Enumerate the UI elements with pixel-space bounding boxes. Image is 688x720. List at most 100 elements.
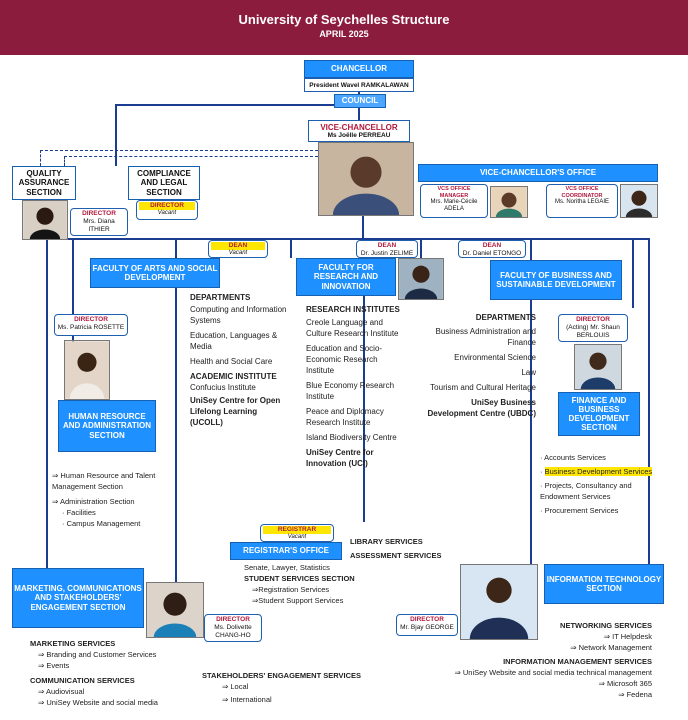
- portrait-icon: [491, 187, 527, 217]
- business-content: DEPARTMENTS Business Administration and …: [424, 312, 536, 419]
- arrow-icon: ⇒: [38, 650, 47, 659]
- compliance-director-box: DIRECTOR Vacant: [136, 200, 198, 220]
- hr-content: ⇒ Human Resource and Talent Management S…: [52, 470, 162, 529]
- manager-name: Mrs. Marie-Cécile ADELA: [430, 199, 478, 213]
- it-title: INFORMATION TECHNOLOGY SECTION: [546, 574, 662, 593]
- qa-box: QUALITY ASSURANCE SECTION: [12, 166, 76, 200]
- connector: [362, 214, 364, 240]
- research-institute: Island Biodiversity Centre: [306, 433, 397, 442]
- arrow-icon: ⇒: [454, 668, 463, 677]
- research-institute: Education and Socio-Economic Research In…: [306, 344, 383, 375]
- connector: [115, 104, 360, 106]
- research-faculty-box: FACULTY FOR RESEARCH AND INNOVATION: [296, 258, 396, 296]
- hr-box: HUMAN RESOURCE AND ADMINISTRATION SECTIO…: [58, 400, 156, 452]
- communication-item: ⇒ Audiovisual: [38, 687, 85, 696]
- finance-box: FINANCE AND BUSINESS DEVELOPMENT SECTION: [558, 392, 640, 436]
- connector: [530, 238, 532, 568]
- business-dean-name: Dr. Daniel ETONGO: [462, 249, 522, 257]
- business-dept: Tourism and Cultural Heritage: [430, 383, 536, 392]
- finance-title: FINANCE AND BUSINESS DEVELOPMENT SECTION: [568, 395, 630, 433]
- vc-office-coordinator-box: VCs OFFICE COORDINATOR Ms. Noritha LEGAI…: [546, 184, 618, 218]
- portrait-icon: [65, 341, 109, 399]
- finance-director-box: DIRECTOR (Acting) Mr. Shaun BERLOUIS: [558, 314, 628, 342]
- compliance-title: COMPLIANCE AND LEGAL SECTION: [137, 169, 191, 197]
- registrar-office-box: REGISTRAR'S OFFICE: [230, 542, 342, 560]
- business-faculty-box: FACULTY OF BUSINESS AND SUSTAINABLE DEVE…: [490, 260, 622, 300]
- arts-dept: Health and Social Care: [190, 357, 273, 366]
- library-services: LIBRARY SERVICES: [350, 537, 423, 546]
- arrow-icon: ⇒: [618, 690, 627, 699]
- qa-dir-role: DIRECTOR: [82, 210, 116, 217]
- communication-item: ⇒ UniSey Website and social media: [38, 698, 158, 707]
- research-dean-name: Dr. Justin ZELIME: [360, 249, 414, 257]
- vc-office-title: VICE-CHANCELLOR'S OFFICE: [479, 168, 597, 178]
- info-item: ⇒ Microsoft 365: [598, 679, 652, 688]
- research-institute: Blue Economy Research Institute: [306, 381, 395, 401]
- arrow-icon: ⇒: [252, 596, 259, 605]
- arts-ucoll: UniSey Centre for Open Lifelong Learning…: [190, 396, 281, 427]
- registrar-role: REGISTRAR: [263, 526, 331, 534]
- vc-name: Ms Joëlle PERREAU: [327, 132, 391, 140]
- it-box: INFORMATION TECHNOLOGY SECTION: [544, 564, 664, 604]
- connector: [632, 238, 634, 308]
- research-dean-box: DEAN Dr. Justin ZELIME: [356, 240, 418, 258]
- info-management-heading: INFORMATION MANAGEMENT SERVICES: [503, 657, 652, 666]
- connector: [175, 238, 177, 583]
- page-title: University of Seychelles Structure: [238, 12, 450, 27]
- hr-subitem: · Campus Management: [62, 519, 141, 528]
- vc-office-box: VICE-CHANCELLOR'S OFFICE: [418, 164, 658, 182]
- marketing-content: MARKETING SERVICES ⇒ Branding and Custom…: [30, 638, 200, 708]
- portrait-icon: [399, 259, 443, 299]
- connector: [64, 156, 318, 157]
- finance-item: · Procurement Services: [540, 506, 619, 515]
- finance-photo: [574, 344, 622, 390]
- arrow-icon: ⇒: [252, 585, 259, 594]
- student-services-heading: STUDENT SERVICES SECTION: [244, 574, 355, 583]
- portrait-icon: [319, 143, 413, 215]
- council-box: COUNCIL: [334, 94, 386, 108]
- hr-subitem: · Facilities: [62, 508, 96, 517]
- arts-dept-heading: DEPARTMENTS: [190, 293, 251, 302]
- compliance-box: COMPLIANCE AND LEGAL SECTION: [128, 166, 200, 200]
- coordinator-photo: [620, 184, 658, 218]
- portrait-icon: [461, 565, 537, 639]
- research-institute: Peace and Diplomacy Research Institute: [306, 407, 384, 427]
- chancellor-name-box: President Wavel RAMKALAWAN: [304, 78, 414, 92]
- arrow-icon: ⇒: [222, 695, 231, 704]
- connector: [115, 104, 117, 166]
- arrow-icon: ⇒: [52, 471, 61, 480]
- marketing-dir-role: DIRECTOR: [216, 616, 250, 623]
- connector: [420, 238, 422, 258]
- marketing-item: ⇒ Events: [38, 661, 70, 670]
- finance-dir-role: DIRECTOR: [576, 316, 610, 323]
- hr-director-box: DIRECTOR Ms. Patricia ROSETTE: [54, 314, 128, 336]
- compliance-dir-name: Vacant: [157, 209, 177, 216]
- research-uci: UniSey Centre for Innovation (UCI): [306, 448, 374, 468]
- manager-role: VCs OFFICE MANAGER: [437, 186, 471, 199]
- research-institute: Creole Language and Culture Research Ins…: [306, 318, 399, 338]
- arts-dean-name: Vacant: [228, 249, 248, 256]
- business-dean-role: DEAN: [482, 242, 502, 249]
- marketing-item: ⇒ Branding and Customer Services: [38, 650, 157, 659]
- finance-dir-name: (Acting) Mr. Shaun BERLOUIS: [566, 323, 620, 339]
- business-dept: Environmental Science: [454, 353, 536, 362]
- business-dept-heading: DEPARTMENTS: [475, 313, 536, 322]
- registrar-title: REGISTRAR'S OFFICE: [243, 546, 329, 556]
- research-content: RESEARCH INSTITUTES Creole Language and …: [306, 304, 404, 469]
- arts-dean-box: DEAN Vacant: [208, 240, 268, 258]
- finance-content: · Accounts Services · Business Developme…: [540, 452, 666, 516]
- assessment-services: ASSESSMENT SERVICES: [350, 551, 442, 560]
- vc-office-manager-box: VCs OFFICE MANAGER Mrs. Marie-Cécile ADE…: [420, 184, 488, 218]
- qa-director-box: DIRECTOR Mrs. Diana ITHIER: [70, 208, 128, 236]
- vice-chancellor-box: VICE-CHANCELLOR Ms Joëlle PERREAU: [308, 120, 410, 142]
- arrow-icon: ⇒: [570, 643, 579, 652]
- stakeholder-heading: STAKEHOLDERS' ENGAGEMENT SERVICES: [202, 671, 362, 680]
- finance-item: · Accounts Services: [540, 453, 606, 462]
- qa-dir-name: Mrs. Diana ITHIER: [83, 217, 115, 233]
- hr-dir-name: Ms. Patricia ROSETTE: [57, 323, 125, 331]
- portrait-icon: [147, 583, 203, 637]
- arrow-icon: ⇒: [52, 497, 60, 506]
- marketing-photo: [146, 582, 204, 638]
- arts-content: DEPARTMENTS Computing and Information Sy…: [190, 292, 290, 428]
- vc-title: VICE-CHANCELLOR: [320, 123, 398, 132]
